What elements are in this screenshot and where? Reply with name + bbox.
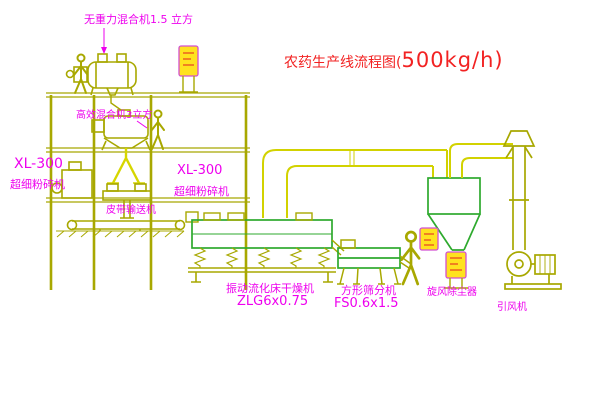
label-sieve-model: FS0.6x1.5	[334, 296, 399, 311]
induced-draft-fan	[504, 251, 562, 290]
discharge-chute	[120, 200, 134, 219]
control-box-bottom	[444, 251, 468, 289]
mill-center	[102, 183, 152, 201]
label-dryer-name: 振动流化床干燥机	[226, 282, 314, 295]
stack-vent	[502, 130, 536, 250]
dryer-base	[188, 267, 336, 283]
exhaust-duct	[262, 149, 448, 218]
building-frame	[46, 92, 250, 290]
control-box-mid	[419, 227, 439, 251]
top-mixer	[65, 53, 137, 111]
label-top-mixer: 无重力混合机1.5 立方	[84, 13, 193, 26]
dryer-outlet-chute	[331, 239, 345, 256]
dryer-springs	[193, 247, 331, 268]
mill-left	[51, 161, 93, 199]
square-sieve	[337, 239, 412, 285]
cyclone	[427, 177, 481, 251]
worker-figure	[73, 53, 88, 94]
label-center-mill-model: XL-300	[177, 163, 223, 178]
cyclone-exhaust-duct	[449, 143, 513, 178]
label-left-mill-model: XL-300	[14, 156, 63, 172]
diagram-title: 农药生产线流程图( 500kg/h)	[284, 48, 504, 72]
label-cyclone: 旋风除尘器	[427, 287, 477, 298]
y-pipe	[107, 148, 145, 184]
label-center-mill-name: 超细粉碎机	[174, 185, 229, 198]
diagram-title-text: 农药生产线流程图(	[284, 55, 402, 71]
worker-figure	[400, 230, 421, 286]
label-fan: 引风机	[497, 302, 527, 313]
belt-conveyor	[66, 211, 199, 231]
label-mid-mixer: 高效混合机3立方	[76, 110, 153, 121]
worker-figure	[150, 109, 165, 150]
label-sieve-name: 方形筛分机	[341, 284, 396, 297]
label-dryer-model: ZLG6x0.75	[237, 294, 309, 309]
control-box-top	[178, 45, 199, 93]
diagram-title-capacity: 500kg/h)	[401, 48, 504, 72]
label-leaders	[101, 28, 148, 129]
fluid-bed-dryer	[188, 212, 345, 283]
label-belt-conveyor: 皮带输送机	[106, 205, 156, 216]
label-left-mill-name: 超细粉碎机	[10, 178, 65, 191]
ground-hatch	[56, 230, 185, 238]
